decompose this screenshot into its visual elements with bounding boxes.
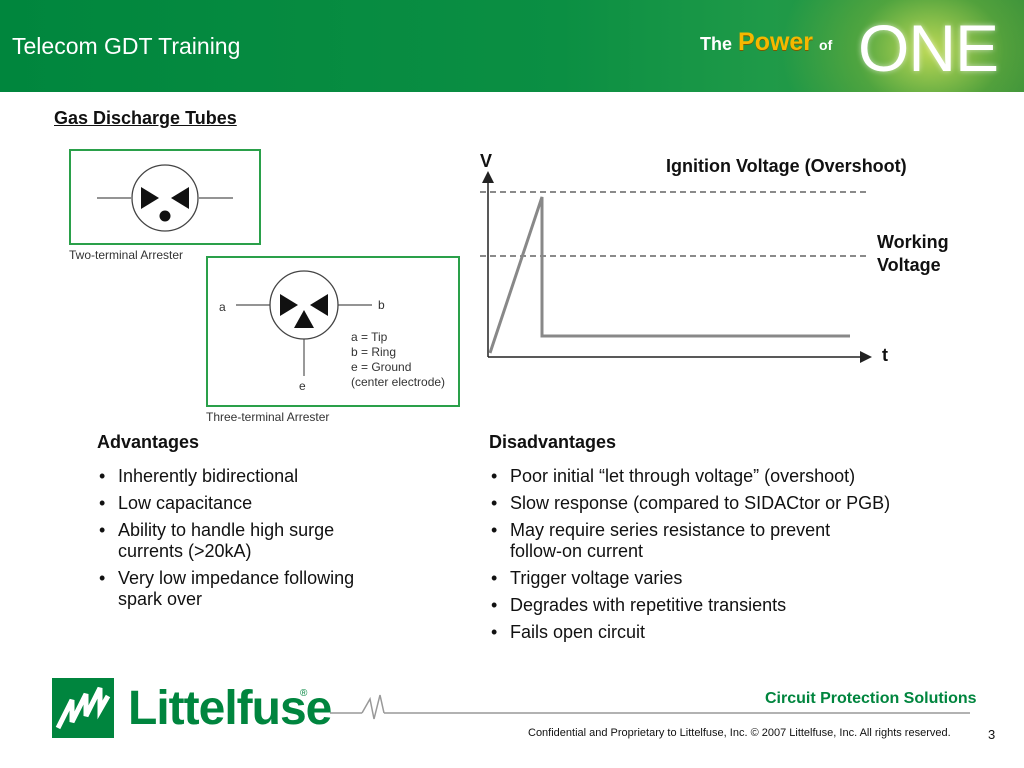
working-voltage-label-1: Working	[877, 232, 949, 252]
footer-divider	[330, 694, 970, 720]
legend-ground: e = Ground	[351, 360, 412, 374]
voltage-waveform: V t Ignition Voltage (Overshoot) Working…	[470, 145, 990, 375]
two-terminal-diagram	[69, 149, 261, 245]
three-terminal-caption: Three-terminal Arrester	[206, 410, 330, 424]
terminal-e-label: e	[299, 379, 306, 393]
list-item: Degrades with repetitive transients	[488, 595, 968, 616]
confidential-notice: Confidential and Proprietary to Littelfu…	[528, 727, 951, 739]
working-voltage-label-2: Voltage	[877, 255, 941, 275]
header-banner: Telecom GDT Training The Power of ONE	[0, 0, 1024, 92]
axis-v-label: V	[480, 151, 493, 171]
list-item: May require series resistance to prevent…	[488, 520, 968, 562]
voltage-trace	[488, 196, 850, 354]
legend-ring: b = Ring	[351, 345, 397, 359]
littelfuse-mark-icon	[52, 678, 114, 738]
list-item: Fails open circuit	[488, 622, 968, 643]
section-title: Gas Discharge Tubes	[54, 108, 237, 128]
two-terminal-caption: Two-terminal Arrester	[69, 248, 184, 262]
legend-center-electrode: (center electrode)	[351, 375, 446, 389]
waveform-plot	[480, 171, 872, 363]
header-glow	[780, 0, 1024, 92]
registered-mark: ®	[300, 688, 308, 699]
disadvantages-title: Disadvantages	[489, 432, 617, 452]
list-item: Trigger voltage varies	[488, 568, 968, 589]
terminal-b-label: b	[378, 298, 385, 312]
three-terminal-symbol	[236, 270, 372, 376]
terminal-a-label: a	[219, 300, 226, 314]
tagline-one: ONE	[858, 11, 999, 85]
three-terminal-diagram: a b e a = Tip b = Ring e = Ground (cente…	[206, 256, 460, 407]
power-of-one-tagline: The Power of	[700, 28, 834, 68]
circuit-protection-slogan: Circuit Protection Solutions	[765, 690, 977, 707]
disadvantages-list: Poor initial “let through voltage” (over…	[488, 466, 968, 649]
list-item: Inherently bidirectional	[96, 466, 456, 487]
tagline-power: Power	[738, 28, 814, 56]
advantages-title: Advantages	[97, 432, 200, 452]
littelfuse-wordmark: Littelfuse	[128, 681, 332, 735]
list-item: Slow response (compared to SIDACtor or P…	[488, 493, 968, 514]
ignition-voltage-label: Ignition Voltage (Overshoot)	[666, 156, 907, 176]
list-item: Poor initial “let through voltage” (over…	[488, 466, 968, 487]
littelfuse-logo: Littelfuse	[52, 678, 332, 738]
axis-t-label: t	[882, 345, 888, 365]
tagline-of: of	[819, 37, 833, 53]
advantages-list: Inherently bidirectional Low capacitance…	[96, 466, 456, 616]
y-axis-arrow	[482, 171, 494, 183]
page-number: 3	[988, 727, 996, 742]
legend-tip: a = Tip	[351, 330, 388, 344]
two-terminal-symbol	[97, 164, 233, 232]
tagline-the: The	[700, 34, 733, 54]
list-item: Low capacitance	[96, 493, 456, 514]
presentation-title: Telecom GDT Training	[12, 33, 241, 59]
x-axis-arrow	[860, 351, 872, 363]
